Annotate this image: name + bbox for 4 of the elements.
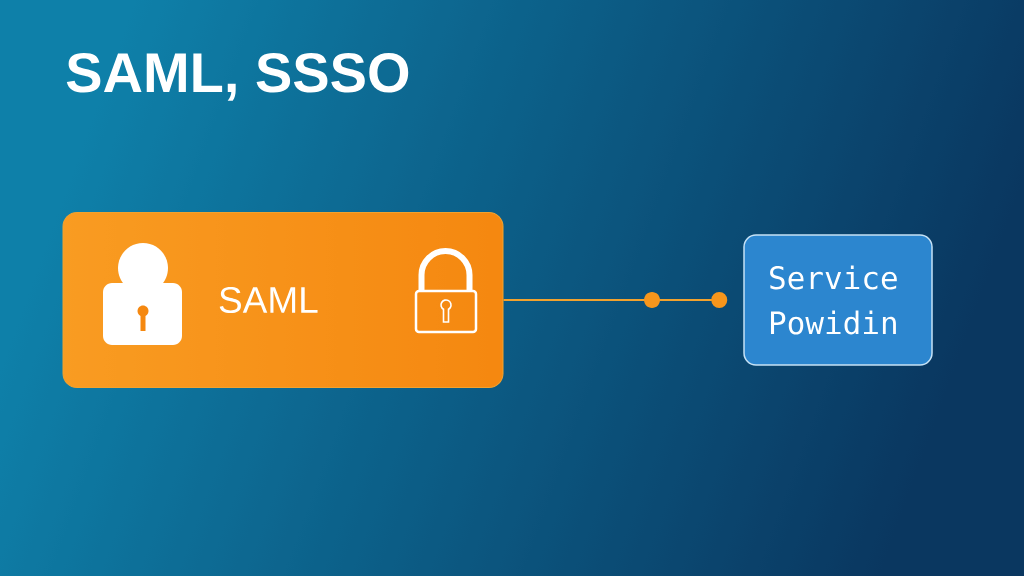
title: SAML, SSSO — [66, 52, 409, 101]
rounded-card: SAML — [62, 212, 504, 388]
connector-line — [502, 292, 728, 308]
process-box: Service Powidin — [743, 234, 933, 366]
